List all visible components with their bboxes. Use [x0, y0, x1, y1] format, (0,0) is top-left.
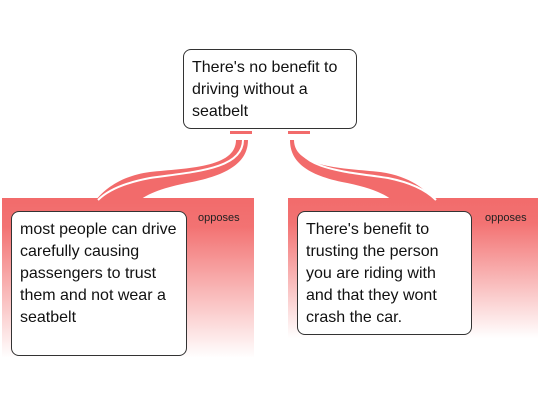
- premise-node-left[interactable]: most people can drive carefully causing …: [11, 211, 187, 356]
- relation-label-left: opposes: [198, 212, 240, 224]
- left-curve: [97, 139, 244, 201]
- right-curve: [296, 139, 437, 201]
- claim-node[interactable]: There's no benefit to driving without a …: [183, 49, 357, 129]
- premise-node-right[interactable]: There's benefit to trusting the person y…: [297, 211, 472, 335]
- claim-text: There's no benefit to driving without a …: [192, 59, 338, 120]
- premise-text-right: There's benefit to trusting the person y…: [306, 221, 439, 326]
- right-connector: [290, 140, 434, 200]
- left-connector: [96, 140, 248, 200]
- premise-text-left: most people can drive carefully causing …: [20, 221, 177, 326]
- right-connector-tab: [288, 131, 310, 134]
- relation-label-right: opposes: [485, 212, 527, 224]
- left-connector-tab: [230, 131, 252, 134]
